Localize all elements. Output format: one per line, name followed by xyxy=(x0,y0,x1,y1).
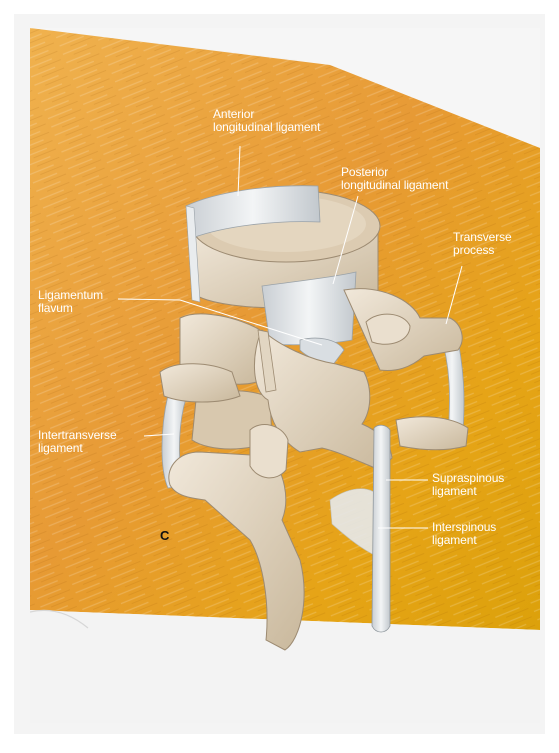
label-ligamentum-flavum: Ligamentum flavum xyxy=(38,289,103,315)
label-posterior-longitudinal-ligament: Posterior longitudinal ligament xyxy=(341,166,448,192)
label-anterior-longitudinal-ligament: Anterior longitudinal ligament xyxy=(213,108,320,134)
panel-letter: C xyxy=(160,529,169,542)
label-transverse-process: Transverse process xyxy=(453,231,512,257)
label-intertransverse-ligament: Intertransverse ligament xyxy=(38,429,117,455)
label-supraspinous-ligament: Supraspinous ligament xyxy=(432,472,504,498)
supraspinous-ligament-shape xyxy=(372,425,390,632)
label-interspinous-ligament: Interspinous ligament xyxy=(432,521,496,547)
